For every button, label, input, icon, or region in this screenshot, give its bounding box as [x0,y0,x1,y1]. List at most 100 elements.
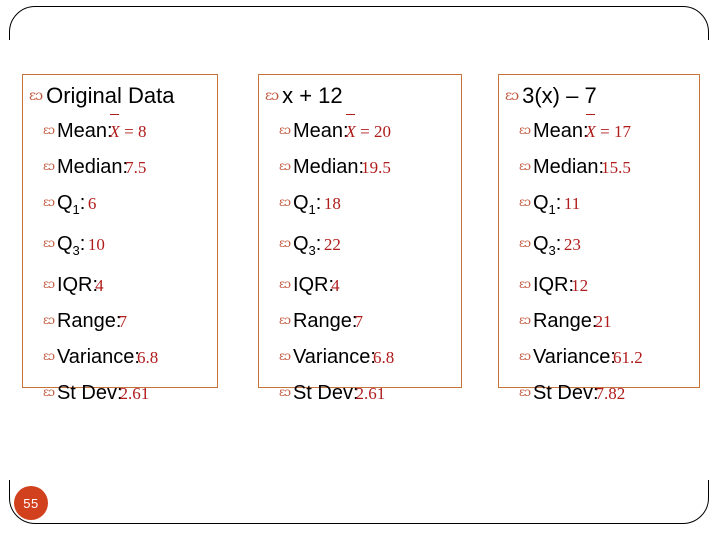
stat-label: Mean: [532,120,589,142]
ornament-bullet-icon: ɛɔ [43,313,55,327]
stat-label: Median: [56,156,129,178]
stat-label: Median: [532,156,605,178]
stat-label: St Dev: [532,382,599,404]
ornament-bullet-icon: ɛɔ [43,385,55,399]
stat-label: St Dev: [56,382,123,404]
ornament-bullet-icon: ɛɔ [43,123,55,137]
stat-label: Median: [292,156,365,178]
stat-label: Variance: [56,346,140,368]
stat-label: Mean: [56,120,113,142]
stat-label: Q1: [292,192,327,217]
frame-mask-right [706,40,720,480]
ornament-bullet-icon: ɛɔ [43,349,55,363]
ornament-bullet-icon: ɛɔ [43,236,55,250]
ornament-bullet-icon: ɛɔ [519,349,531,363]
ornament-bullet-icon: ɛɔ [43,277,55,291]
ornament-bullet-icon: ɛɔ [279,123,291,137]
stat-label: Q3: [532,233,567,258]
stat-value: 6 [87,194,97,213]
stat-value: 2.61 [355,384,386,403]
ornament-bullet-icon: ɛɔ [519,385,531,399]
stat-label: Q3: [292,233,327,258]
stat-value: 6.8 [136,348,159,367]
stat-value: 18 [323,194,341,213]
stat-value: 7 [354,312,363,331]
frame-mask-left [0,40,14,480]
stat-value: 12 [571,276,589,295]
stat-label: Variance: [532,346,616,368]
ornament-bullet-icon: ɛɔ [43,195,55,209]
stat-value: 21 [594,312,612,331]
ornament-bullet-icon: ɛɔ [519,195,531,209]
stat-box-title-text: Original Data [46,83,175,108]
ornament-bullet-icon: ɛɔ [265,88,279,104]
ornament-bullet-icon: ɛɔ [279,385,291,399]
ornament-bullet-icon: ɛɔ [519,277,531,291]
stat-value: 7 [118,312,127,331]
ornament-bullet-icon: ɛɔ [519,159,531,173]
stat-value: 61.2 [612,348,643,367]
ornament-bullet-icon: ɛɔ [279,349,291,363]
stat-label: Range: [292,310,358,332]
stat-value: 6.8 [372,348,395,367]
page-number-badge: 55 [14,486,48,520]
stat-value: 15.5 [601,158,631,177]
ornament-bullet-icon: ɛɔ [279,313,291,327]
stat-value: 2.61 [119,384,150,403]
ornament-bullet-icon: ɛɔ [519,236,531,250]
stat-value: X = 20 [345,114,391,141]
ornament-bullet-icon: ɛɔ [505,88,519,104]
stat-label: IQR: [56,274,99,296]
stat-value: 22 [323,235,341,254]
stat-value: 4 [95,276,104,295]
ornament-bullet-icon: ɛɔ [279,195,291,209]
stat-label: IQR: [292,274,335,296]
ornament-bullet-icon: ɛɔ [279,277,291,291]
stat-label: Q3: [56,233,91,258]
stat-box-title-text: x + 12 [282,83,343,108]
stat-label: Q1: [532,192,567,217]
stat-value: 7.82 [595,384,626,403]
stat-value: 10 [87,235,105,254]
stat-value: X = 8 [109,114,147,141]
stat-value: 19.5 [361,158,391,177]
stat-label: Variance: [292,346,376,368]
stat-box-title-text: 3(x) – 7 [522,83,597,108]
ornament-bullet-icon: ɛɔ [279,159,291,173]
stat-value: 23 [563,235,581,254]
stat-label: Range: [56,310,122,332]
ornament-bullet-icon: ɛɔ [519,313,531,327]
stat-label: Q1: [56,192,91,217]
